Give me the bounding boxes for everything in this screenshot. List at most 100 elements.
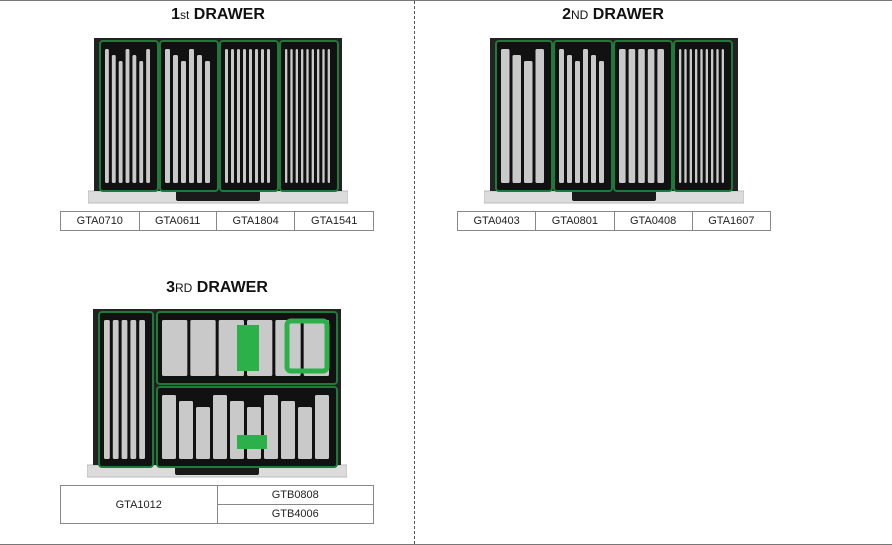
tool: [190, 320, 216, 376]
tool: [301, 49, 304, 183]
title-word: DRAWER: [193, 6, 265, 23]
tool: [290, 49, 293, 183]
tool: [139, 61, 144, 183]
tool: [130, 320, 137, 459]
hacksaw-handle: [284, 318, 330, 374]
title-word: DRAWER: [196, 279, 268, 296]
tool: [285, 49, 288, 183]
tool: [647, 49, 655, 183]
tool: [179, 401, 193, 459]
tool: [162, 320, 188, 376]
code-cell[interactable]: GTA1541: [294, 211, 374, 231]
drawer-1-codes-table: GTA0710 GTA0611 GTA1804 GTA1541: [60, 211, 374, 231]
tool: [162, 395, 176, 459]
tool: [721, 49, 724, 183]
drawer-1-title: 1st DRAWER: [93, 6, 343, 24]
tool: [689, 49, 692, 183]
tool: [535, 49, 544, 183]
tool: [306, 49, 309, 183]
tool: [303, 320, 329, 376]
drawer-3-image: [87, 309, 347, 478]
tool: [619, 49, 626, 183]
tool: [638, 49, 645, 183]
tool: [230, 401, 244, 459]
tool: [657, 49, 664, 183]
tool: [695, 49, 698, 183]
tool: [298, 407, 312, 459]
title-number: 3: [166, 279, 175, 296]
tool: [583, 49, 588, 183]
drawer-2-codes-table: GTA0403 GTA0801 GTA0408 GTA1607: [456, 211, 772, 231]
code-cell[interactable]: GTB4006: [216, 504, 374, 524]
title-suffix: ND: [571, 8, 589, 22]
tool: [104, 320, 110, 459]
tool: [295, 49, 298, 183]
drawer-2-image: [484, 38, 744, 204]
tool: [132, 55, 137, 183]
tool: [524, 61, 533, 183]
drawer-3-codes-table: GTA1012 GTB0808 GTB4006: [60, 485, 374, 524]
top-border: [0, 0, 892, 1]
tool: [121, 320, 128, 459]
tool: [317, 49, 320, 183]
code-cell[interactable]: GTA0611: [138, 211, 217, 231]
tool: [264, 395, 278, 459]
tool: [139, 320, 145, 459]
tool: [315, 395, 329, 459]
tool: [249, 49, 252, 183]
tool: [255, 49, 258, 183]
tool: [628, 49, 636, 183]
tool: [559, 49, 564, 183]
drawer-1-image: [88, 38, 348, 204]
title-suffix: st: [180, 8, 190, 22]
title-number: 1: [171, 6, 180, 23]
tool: [231, 49, 234, 183]
tool: [225, 49, 228, 183]
tool: [196, 407, 210, 459]
tool: [591, 55, 596, 183]
tool: [567, 55, 572, 183]
tool: [700, 49, 703, 183]
tool: [599, 61, 604, 183]
tool: [311, 49, 314, 183]
tool: [237, 49, 240, 183]
title-number: 2: [562, 6, 571, 23]
tool: [711, 49, 714, 183]
code-cell[interactable]: GTA1804: [215, 211, 296, 231]
tool: [705, 49, 708, 183]
tool: [165, 49, 170, 183]
tool: [512, 55, 521, 183]
code-cell[interactable]: GTA0710: [60, 211, 140, 231]
tool: [575, 61, 580, 183]
tool: [243, 49, 246, 183]
title-word: DRAWER: [592, 6, 664, 23]
tool: [118, 61, 123, 183]
tool: [173, 55, 178, 183]
tool: [181, 61, 186, 183]
tool: [112, 320, 119, 459]
code-cell[interactable]: GTA1012: [60, 485, 218, 524]
tool: [679, 49, 682, 183]
code-cell[interactable]: GTA0403: [456, 211, 537, 231]
tool: [322, 49, 325, 183]
code-cell[interactable]: GTB0808: [216, 485, 374, 505]
tool: [146, 49, 150, 183]
tool: [327, 49, 330, 183]
column-divider: [414, 1, 415, 544]
tool: [189, 49, 194, 183]
tool: [716, 49, 719, 183]
title-suffix: RD: [175, 281, 193, 295]
code-cell[interactable]: GTA1607: [691, 211, 772, 231]
tool: [501, 49, 510, 183]
tool: [213, 395, 227, 459]
code-cell[interactable]: GTA0801: [535, 211, 615, 231]
code-cell[interactable]: GTA0408: [613, 211, 693, 231]
tool: [197, 55, 202, 183]
tool: [281, 401, 295, 459]
tool: [111, 55, 116, 183]
tool: [205, 61, 210, 183]
tool: [125, 49, 130, 183]
hex-key-holder: [237, 435, 267, 449]
drawer-2-title: 2ND DRAWER: [488, 6, 738, 24]
drawer-3-title: 3RD DRAWER: [92, 279, 342, 297]
